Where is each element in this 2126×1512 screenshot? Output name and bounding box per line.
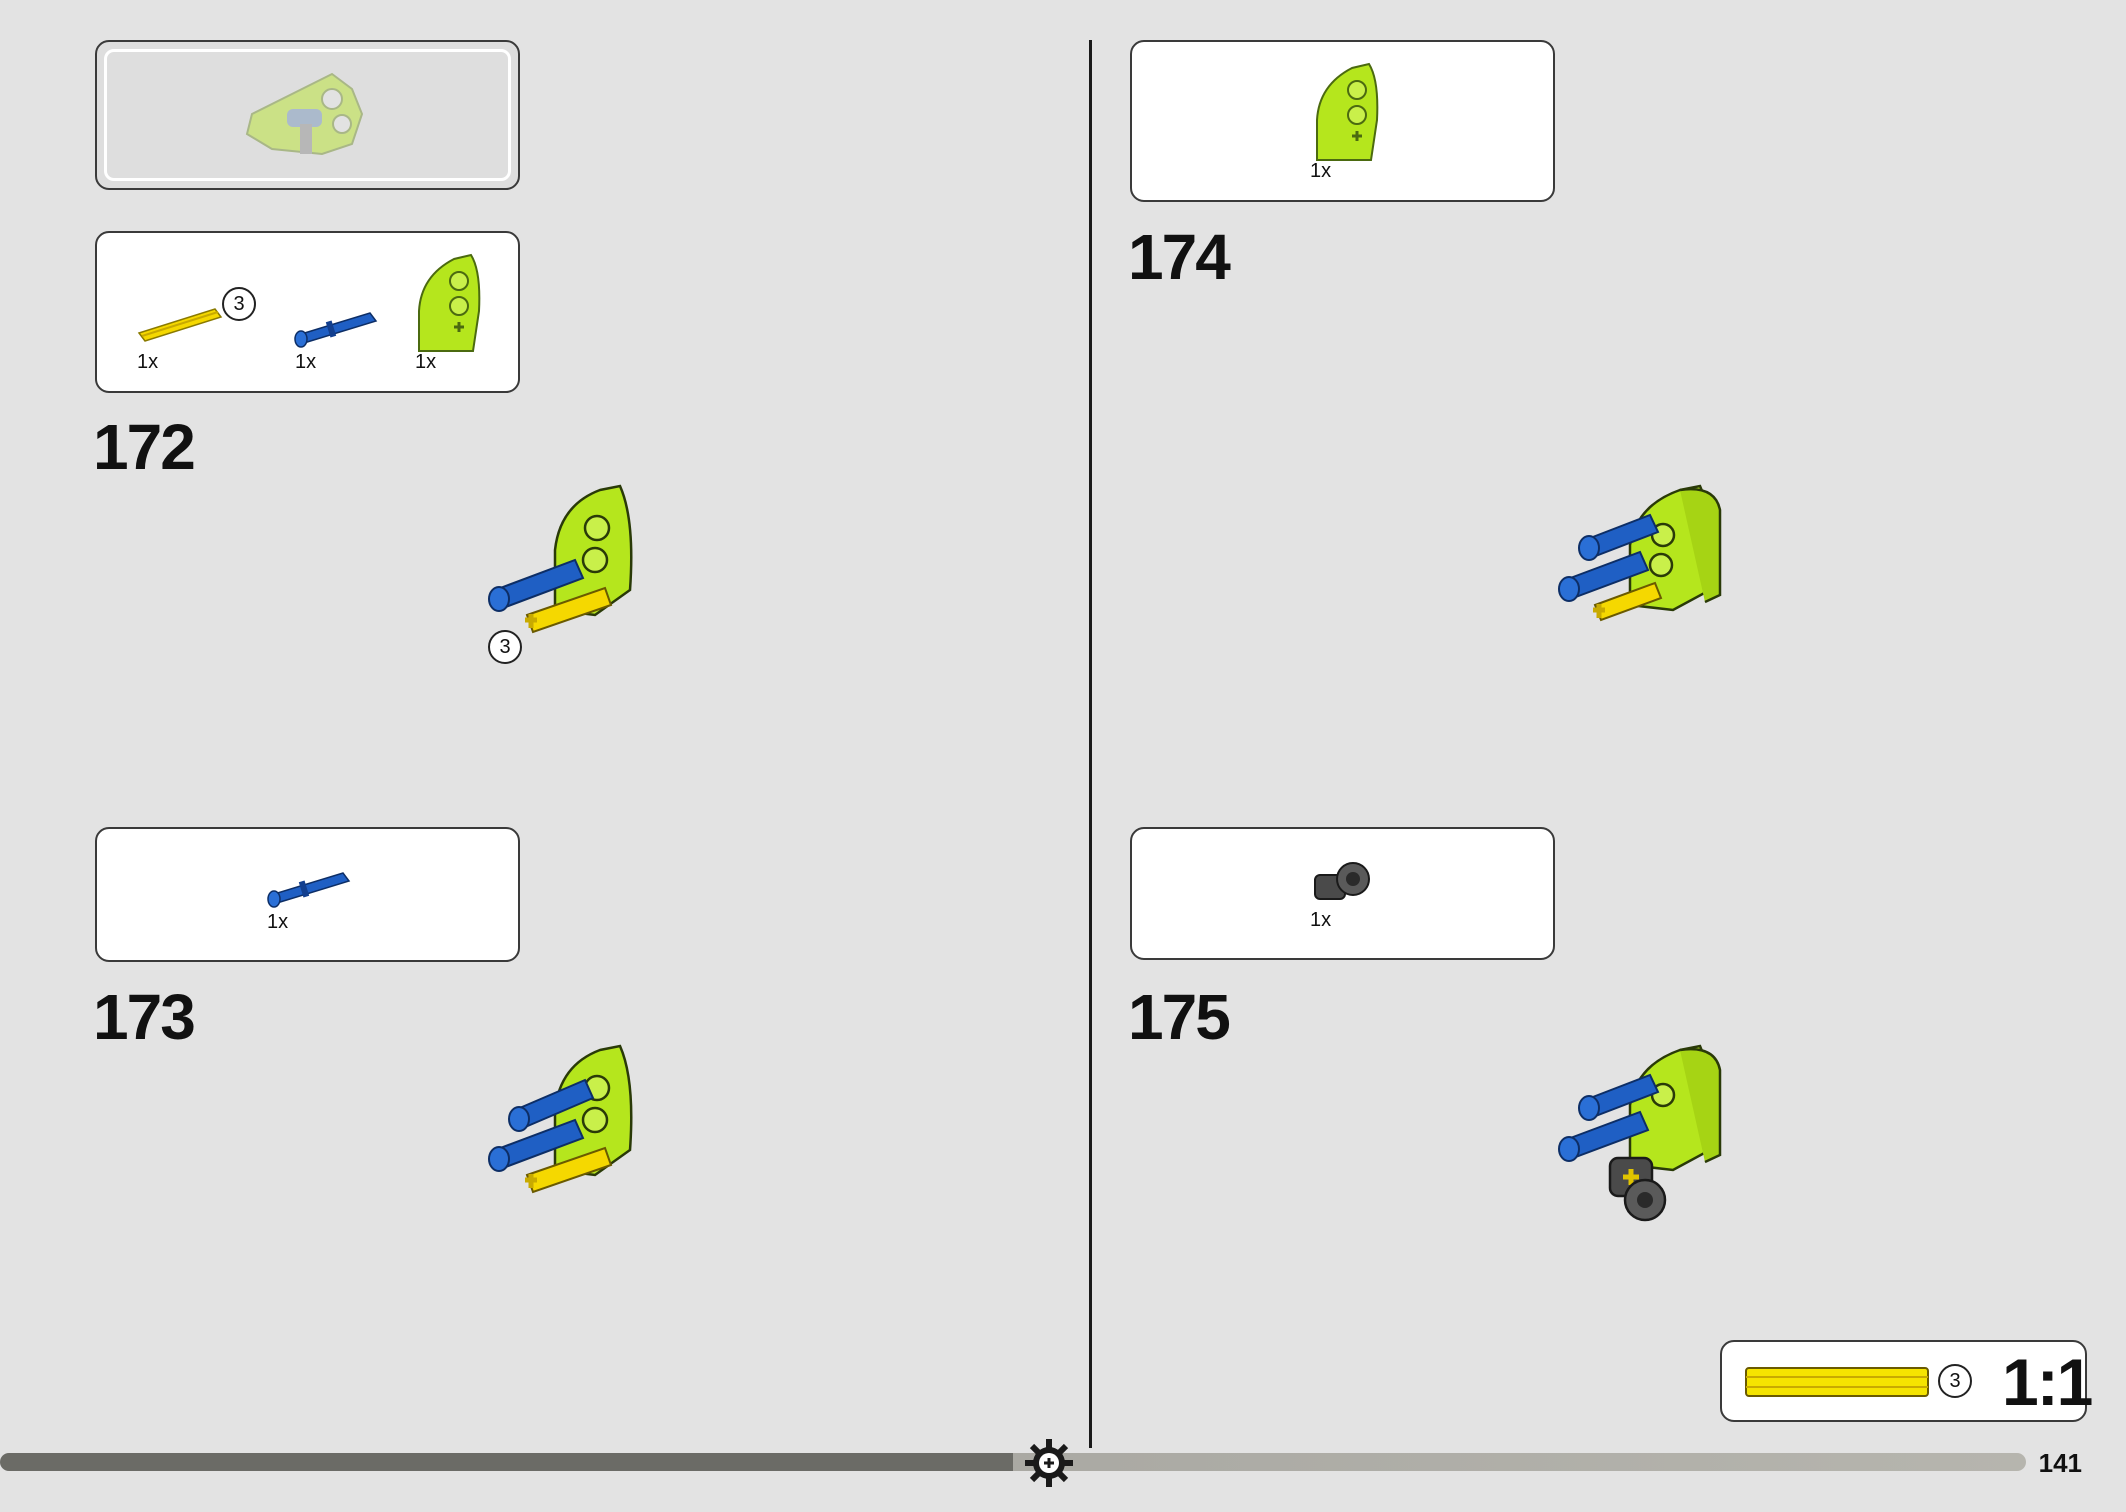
step-174-assembly-illustration [1558, 484, 1722, 622]
scale-ratio-label: 1:1 [2002, 1345, 2093, 1419]
step-172-assembly-illustration [488, 484, 633, 634]
part-qty-label: 1x [137, 351, 159, 373]
step-175-assembly-illustration [1558, 1044, 1722, 1222]
blue-pin-icon [294, 312, 378, 348]
step-number-175: 175 [1128, 981, 1231, 1053]
page-number: 141 [2038, 1448, 2082, 1478]
step-number-174: 174 [1128, 221, 1231, 293]
step-173-assembly-illustration [488, 1044, 633, 1194]
step-number-172: 172 [93, 411, 196, 483]
yellow-axle-icon [137, 308, 223, 342]
step-number-173: 173 [93, 981, 196, 1053]
subassembly-preview-icon [245, 72, 364, 156]
scale-reference-box: 3 1:1 [1720, 1340, 2093, 1422]
part-qty-label: 1x [1310, 909, 1332, 931]
part-qty-label: 1x [267, 911, 289, 933]
length-3-label: 3 [1938, 1364, 1972, 1398]
progress-bar [0, 1453, 2026, 1471]
lime-beam-icon [1316, 62, 1379, 161]
part-qty-label: 1x [1310, 160, 1332, 182]
length-3-label: 3 [222, 287, 256, 321]
yellow-axle-scale-icon [1745, 1367, 1929, 1397]
parts-list-175: 1x [1130, 827, 1555, 960]
subassembly-preview-panel [95, 40, 520, 190]
parts-list-174: 1x [1130, 40, 1555, 202]
gear-icon [1025, 1439, 1073, 1487]
length-3-callout: 3 [488, 630, 522, 664]
parts-list-172: 3 1x 1x 1x [95, 231, 520, 393]
part-qty-label: 1x [295, 351, 317, 373]
parts-list-173: 1x [95, 827, 520, 962]
part-qty-label: 1x [415, 351, 437, 373]
page-divider [1089, 40, 1092, 1448]
lime-beam-icon [418, 253, 481, 352]
blue-pin-icon [267, 872, 351, 908]
dark-gray-connector-icon [1314, 862, 1370, 900]
preview-inner-border [104, 49, 511, 181]
